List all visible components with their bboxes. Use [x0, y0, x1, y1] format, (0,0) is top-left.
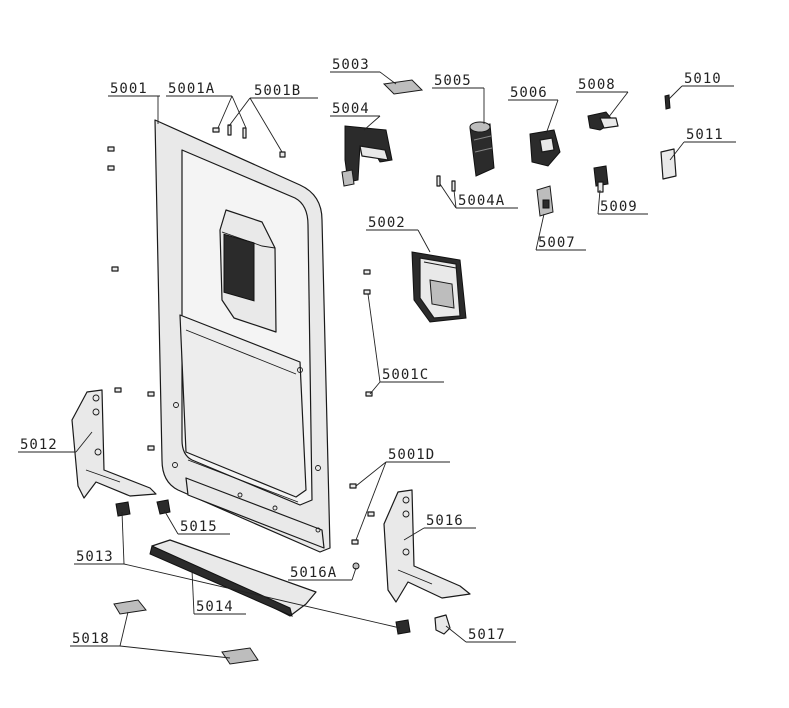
leader-lines	[18, 71, 736, 659]
part-5007	[536, 185, 554, 217]
inner-door-panel-5001	[154, 119, 331, 553]
label-5005: 5005	[434, 73, 472, 89]
label-5009: 5009	[600, 199, 638, 215]
label-5017: 5017	[468, 627, 506, 643]
label-5008: 5008	[578, 77, 616, 93]
label-5002: 5002	[368, 215, 406, 231]
label-5001B: 5001B	[254, 83, 301, 99]
label-5016A: 5016A	[290, 565, 337, 581]
part-5006	[529, 129, 561, 167]
label-5001C: 5001C	[382, 367, 429, 383]
label-5010: 5010	[684, 71, 722, 87]
label-5003: 5003	[332, 57, 370, 73]
label-5001: 5001	[110, 81, 148, 97]
label-5016: 5016	[426, 513, 464, 529]
part-5009	[593, 165, 609, 193]
cylinder-5005	[469, 121, 495, 177]
screws-5001A	[107, 124, 286, 451]
label-5018: 5018	[72, 631, 110, 647]
label-5001A: 5001A	[168, 81, 215, 97]
hinge-5012	[71, 389, 157, 499]
part-labels: 5001 5001A 5001B 5003 5004 5005 5006 500…	[20, 57, 724, 647]
label-5013: 5013	[76, 549, 114, 565]
label-5004: 5004	[332, 101, 370, 117]
label-5004A: 5004A	[458, 193, 505, 209]
bracket-5004	[341, 125, 393, 187]
hinge-5016	[383, 489, 471, 603]
bottom-strip-5014	[149, 539, 317, 617]
label-5015: 5015	[180, 519, 218, 535]
screws-5001C	[349, 269, 375, 570]
clip-5015	[156, 499, 171, 515]
label-5006: 5006	[510, 85, 548, 101]
plate-5011	[660, 148, 677, 180]
label-5011: 5011	[686, 127, 724, 143]
cable-clips-5013	[115, 501, 411, 635]
pads-5018	[113, 599, 259, 665]
plate-5003	[382, 79, 424, 95]
screws-5004A	[436, 175, 456, 192]
label-5001D: 5001D	[388, 447, 435, 463]
part-5008	[587, 111, 619, 131]
label-5007: 5007	[538, 235, 576, 251]
label-5012: 5012	[20, 437, 58, 453]
clip-5017	[434, 614, 451, 635]
label-5014: 5014	[196, 599, 234, 615]
control-module-5002	[411, 251, 467, 323]
spring-5010	[664, 94, 671, 110]
